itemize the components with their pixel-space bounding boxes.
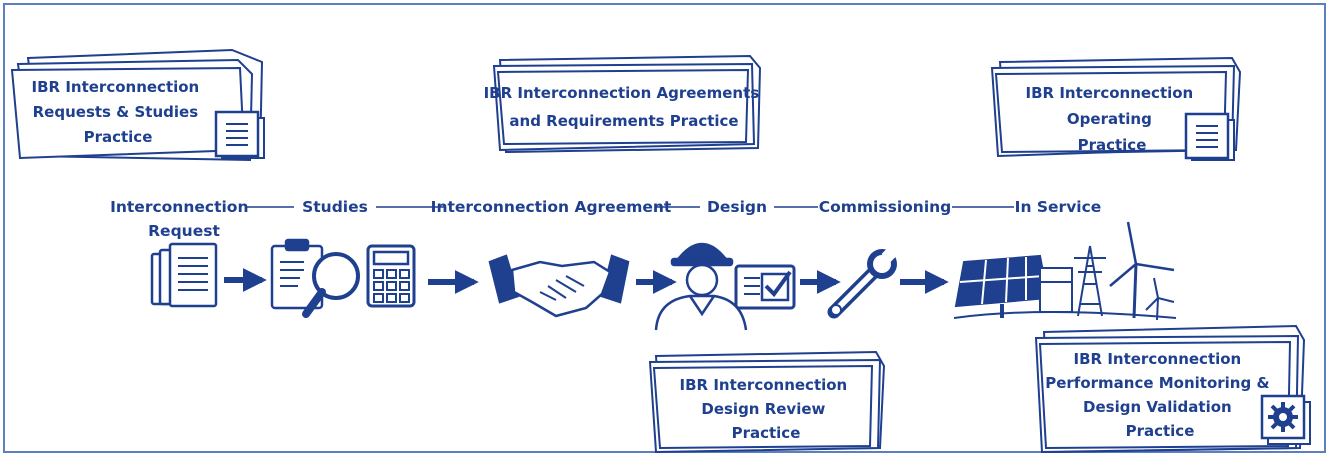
stage-timeline: Interconnection Request Studies Intercon… bbox=[110, 198, 1101, 240]
svg-text:IBR Interconnection Oper: IBR Interconnection Operating Practice bbox=[1026, 84, 1199, 154]
stage-label-request-2: Request bbox=[148, 222, 220, 240]
stage-label-design: Design bbox=[707, 198, 767, 216]
stage-label-in-service: In Service bbox=[1015, 198, 1102, 216]
card-line: IBR Interconnection bbox=[1074, 350, 1242, 368]
card-line: Performance Monitoring & bbox=[1045, 374, 1269, 392]
wrench-icon bbox=[827, 245, 899, 319]
card-line: IBR Interconnection bbox=[1026, 84, 1194, 102]
svg-text:IBR Interconnection Requ: IBR Interconnection Requests & Studies P… bbox=[32, 78, 205, 146]
clipboard-magnifier-calculator-icon bbox=[270, 238, 416, 318]
svg-text:IBR Interconnection Desi: IBR Interconnection Design Review Practi… bbox=[680, 376, 853, 442]
gear-icon bbox=[1260, 394, 1311, 445]
card-line: Design Review bbox=[701, 400, 825, 418]
svg-text:Interconnection Request: Interconnection Request bbox=[110, 198, 254, 240]
practice-card-performance: IBR Interconnection Performance Monitori… bbox=[1034, 324, 1311, 454]
practice-card-operating: IBR Interconnection Operating Practice bbox=[990, 56, 1242, 161]
stage-label-request: Interconnection bbox=[110, 198, 248, 216]
documents-icon bbox=[150, 242, 218, 308]
engineer-checkmark-icon bbox=[654, 242, 796, 331]
card-line: Practice bbox=[1078, 136, 1147, 154]
card-line: Operating bbox=[1067, 110, 1152, 128]
stage-label-studies: Studies bbox=[302, 198, 368, 216]
card-line: Practice bbox=[1126, 422, 1195, 440]
document-icon bbox=[1184, 112, 1235, 161]
practice-card-requests: IBR Interconnection Requests & Studies P… bbox=[10, 48, 265, 162]
stage-label-commissioning: Commissioning bbox=[819, 198, 952, 216]
card-line: Practice bbox=[732, 424, 801, 442]
handshake-icon bbox=[488, 254, 630, 318]
card-line: Design Validation bbox=[1083, 398, 1232, 416]
practice-card-design-review: IBR Interconnection Design Review Practi… bbox=[648, 350, 886, 454]
card-line: Practice bbox=[84, 128, 153, 146]
solar-wind-grid-icon bbox=[953, 221, 1177, 321]
card-line: and Requirements Practice bbox=[509, 112, 738, 130]
card-line: IBR Interconnection Agreements bbox=[484, 84, 760, 102]
card-line: IBR Interconnection bbox=[680, 376, 848, 394]
svg-text:IBR Interconnection Perf: IBR Interconnection Performance Monitori… bbox=[1045, 350, 1275, 440]
card-line: IBR Interconnection bbox=[32, 78, 200, 96]
stage-label-agreement: Interconnection Agreement bbox=[431, 198, 672, 216]
practice-card-agreements: IBR Interconnection Agreements and Requi… bbox=[484, 54, 765, 154]
svg-text:IBR Interconnection Agreements: IBR Interconnection Agreements and Requi… bbox=[484, 84, 765, 130]
card-line: Requests & Studies bbox=[33, 103, 199, 121]
document-icon bbox=[214, 110, 265, 159]
